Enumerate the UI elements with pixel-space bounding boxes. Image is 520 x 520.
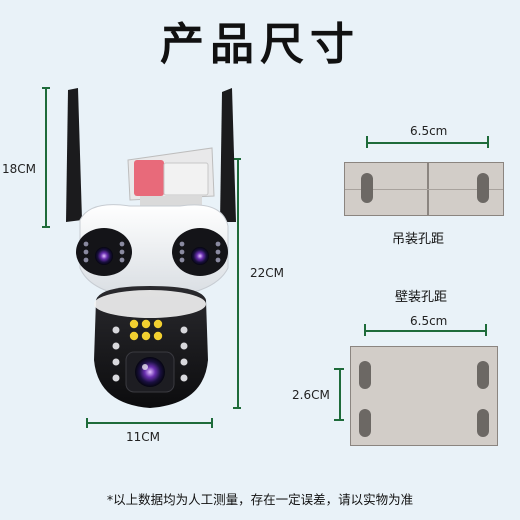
- hanging-mount-caption: 吊装孔距: [392, 232, 445, 247]
- wall-mount-height-label: 2.6CM: [292, 388, 330, 402]
- upper-camera-body: [76, 204, 229, 299]
- wall-mount-plate: [350, 346, 498, 446]
- camera-total-height-label: 22CM: [250, 266, 285, 280]
- right-antenna: [220, 88, 236, 222]
- wall-mount-caption: 壁装孔距: [395, 290, 448, 305]
- disclaimer-note: *以上数据均为人工测量，存在一定误差，请以实物为准: [106, 492, 414, 507]
- camera-height-label: 18CM: [2, 162, 37, 176]
- page-title: 产品尺寸: [160, 19, 360, 70]
- left-antenna: [66, 88, 82, 222]
- hanging-mount-plate: [344, 162, 504, 216]
- lower-dome: [94, 286, 208, 408]
- wall-mount-width-label: 6.5cm: [410, 314, 448, 328]
- hanging-mount-width-label: 6.5cm: [410, 124, 448, 138]
- camera-width-label: 11CM: [126, 430, 161, 444]
